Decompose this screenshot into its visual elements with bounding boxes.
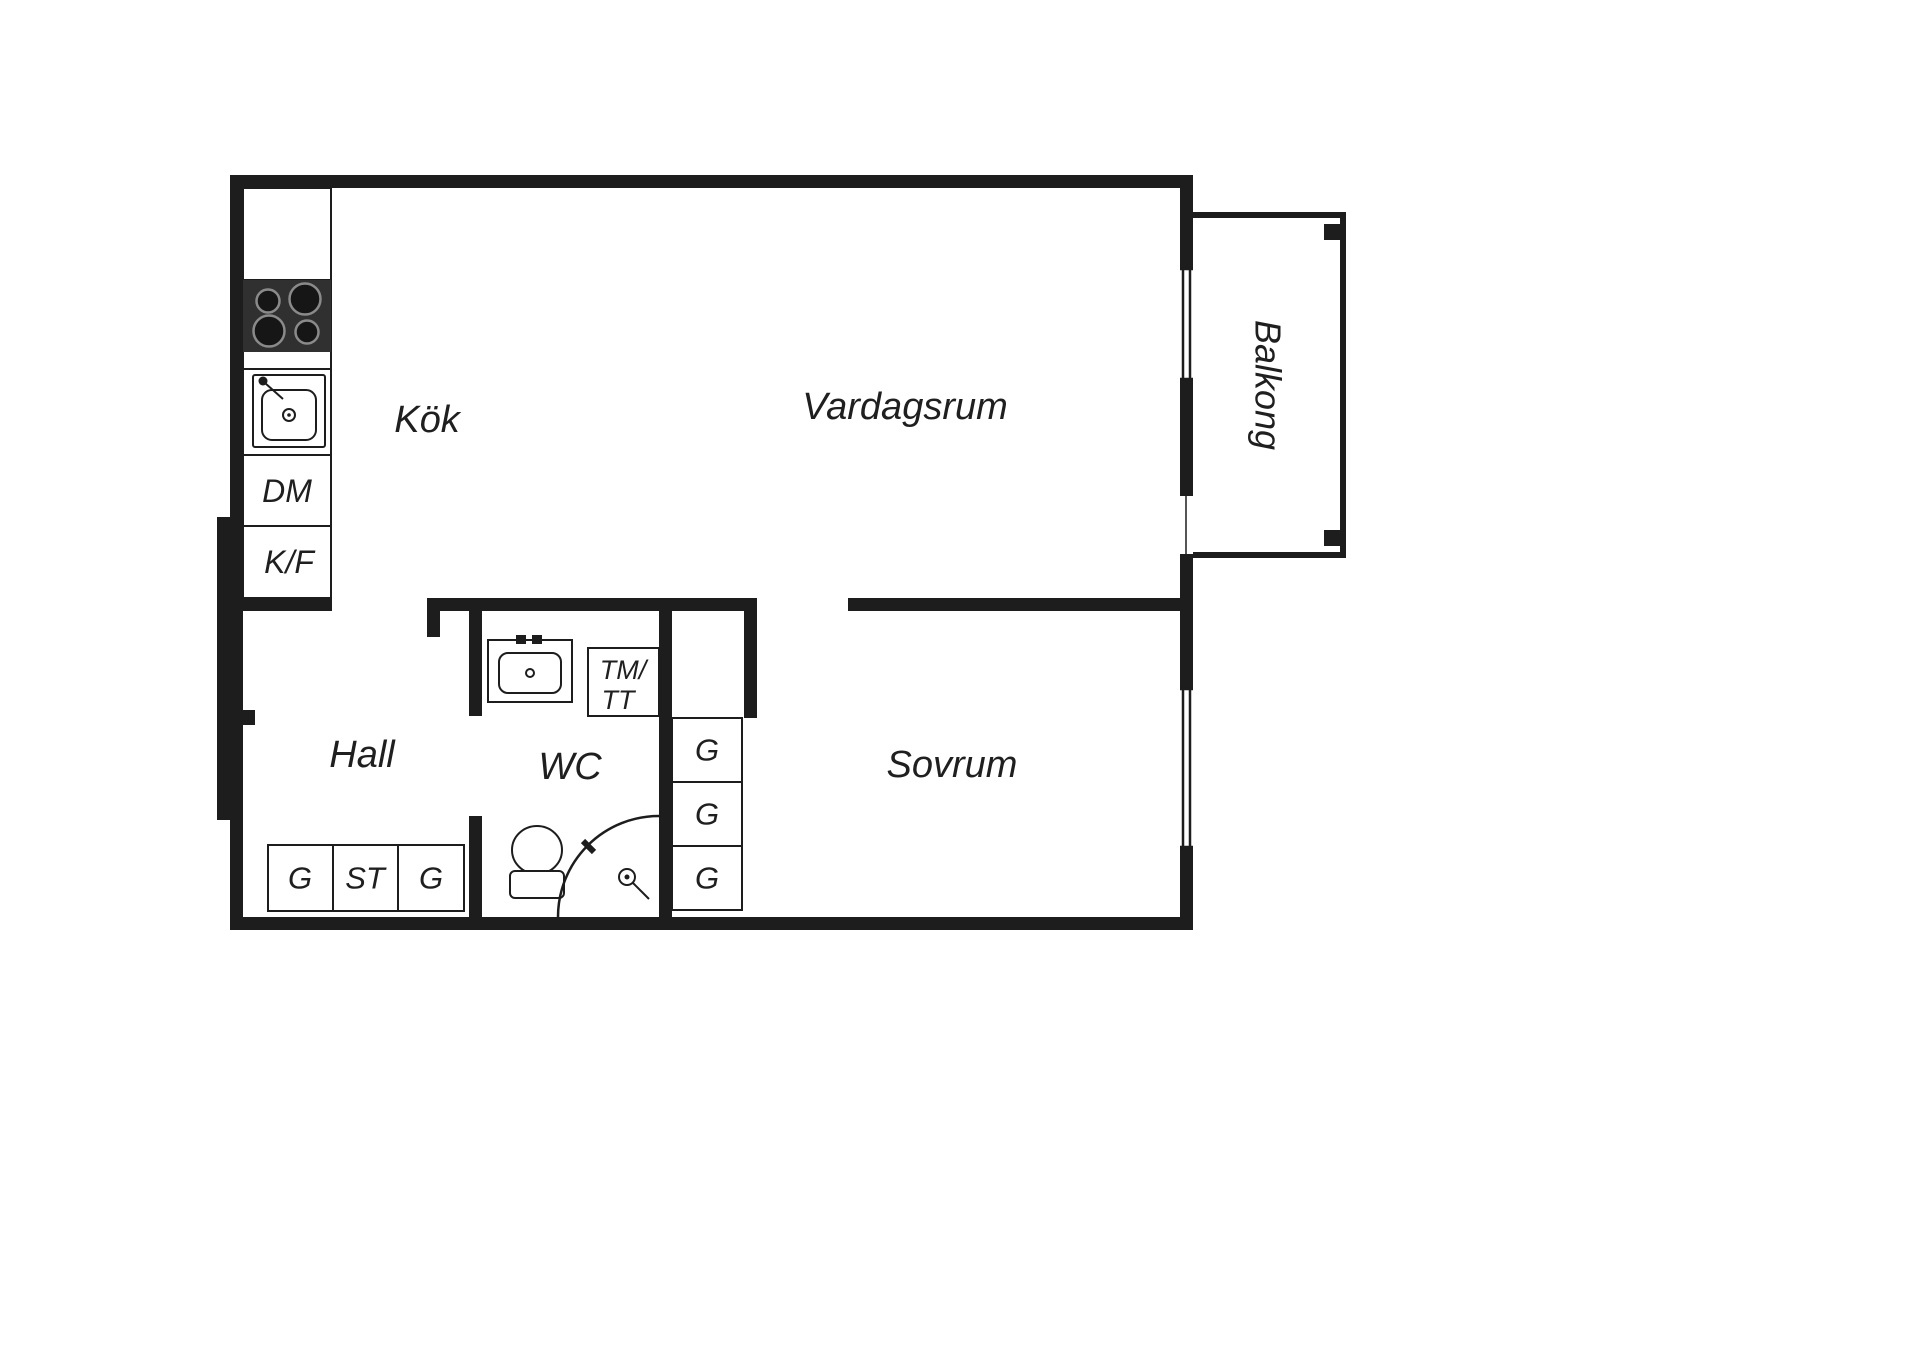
wc-left-wall-lower	[469, 816, 482, 917]
fridge-freezer-label: K/F	[264, 544, 316, 580]
wall-top	[230, 175, 1193, 188]
wall-left-stub	[243, 710, 255, 725]
room-label-balcony: Balkong	[1248, 320, 1289, 450]
shower-icon	[556, 814, 660, 918]
closet-box	[267, 844, 334, 912]
kitchen-sink-icon	[252, 374, 326, 448]
balcony-wall-bottom	[1193, 552, 1346, 558]
bedroom-window-gap	[1178, 688, 1195, 848]
hall-closets: G ST G	[267, 844, 465, 912]
dishwasher-label: DM	[262, 473, 312, 509]
closet-label-g2: G	[695, 797, 719, 832]
wall-left-notch	[217, 517, 230, 820]
hall-closet-label-g2: G	[419, 861, 443, 896]
room-label-hall: Hall	[329, 734, 396, 776]
washer-dryer-box: TM/ TT	[587, 647, 660, 717]
balcony-wall-top	[1193, 212, 1346, 218]
wc-fixtures: TM/ TT	[487, 635, 660, 918]
room-labels: Kök Vardagsrum Hall WC Sovrum	[329, 386, 1017, 788]
toilet-icon	[509, 825, 565, 899]
closet-box	[671, 781, 743, 847]
wall-left	[230, 175, 243, 930]
wc-top-wall	[427, 598, 757, 611]
closet-box	[397, 844, 465, 912]
balcony-post-bottom	[1324, 530, 1340, 546]
balcony-post-top	[1324, 224, 1340, 240]
living-room-window-gap	[1178, 268, 1195, 380]
hall-closet-label-st: ST	[345, 861, 387, 896]
room-label-wc: WC	[538, 746, 602, 788]
balcony-wall-right	[1340, 212, 1346, 558]
closet-label-g3: G	[695, 861, 719, 896]
right-wall-openings	[1178, 267, 1195, 849]
closet-box	[671, 717, 743, 783]
wall-bottom	[230, 917, 1193, 930]
room-label-kitchen: Kök	[394, 399, 461, 441]
room-label-living-room: Vardagsrum	[802, 386, 1008, 428]
wc-left-wall-upper	[469, 611, 482, 716]
bedroom-living-divider-wall	[848, 598, 1193, 611]
washer-label-line2: TT	[602, 685, 637, 715]
wc-right-wall	[659, 611, 672, 917]
balcony: Balkong	[1193, 212, 1346, 558]
stove-icon	[243, 280, 331, 352]
hall-closet-label-g1: G	[288, 861, 312, 896]
closet-niche-wall	[744, 611, 757, 718]
washer-label-line1: TM/	[600, 655, 649, 685]
kitchen-counter: DM K/F	[242, 187, 332, 599]
interior-walls	[243, 598, 1193, 917]
kitchen-counter-end-wall	[243, 598, 332, 611]
closet-box	[332, 844, 399, 912]
living-room-window-icon	[1180, 267, 1193, 381]
room-label-bedroom: Sovrum	[887, 744, 1018, 786]
wc-top-left-return	[427, 611, 440, 637]
washbasin-icon	[487, 635, 573, 703]
closet-label-g1: G	[695, 733, 719, 768]
bedroom-window-icon	[1180, 687, 1193, 849]
counter-outline	[242, 187, 332, 599]
closet-box	[671, 845, 743, 911]
bedroom-closets: G G G	[671, 717, 743, 911]
